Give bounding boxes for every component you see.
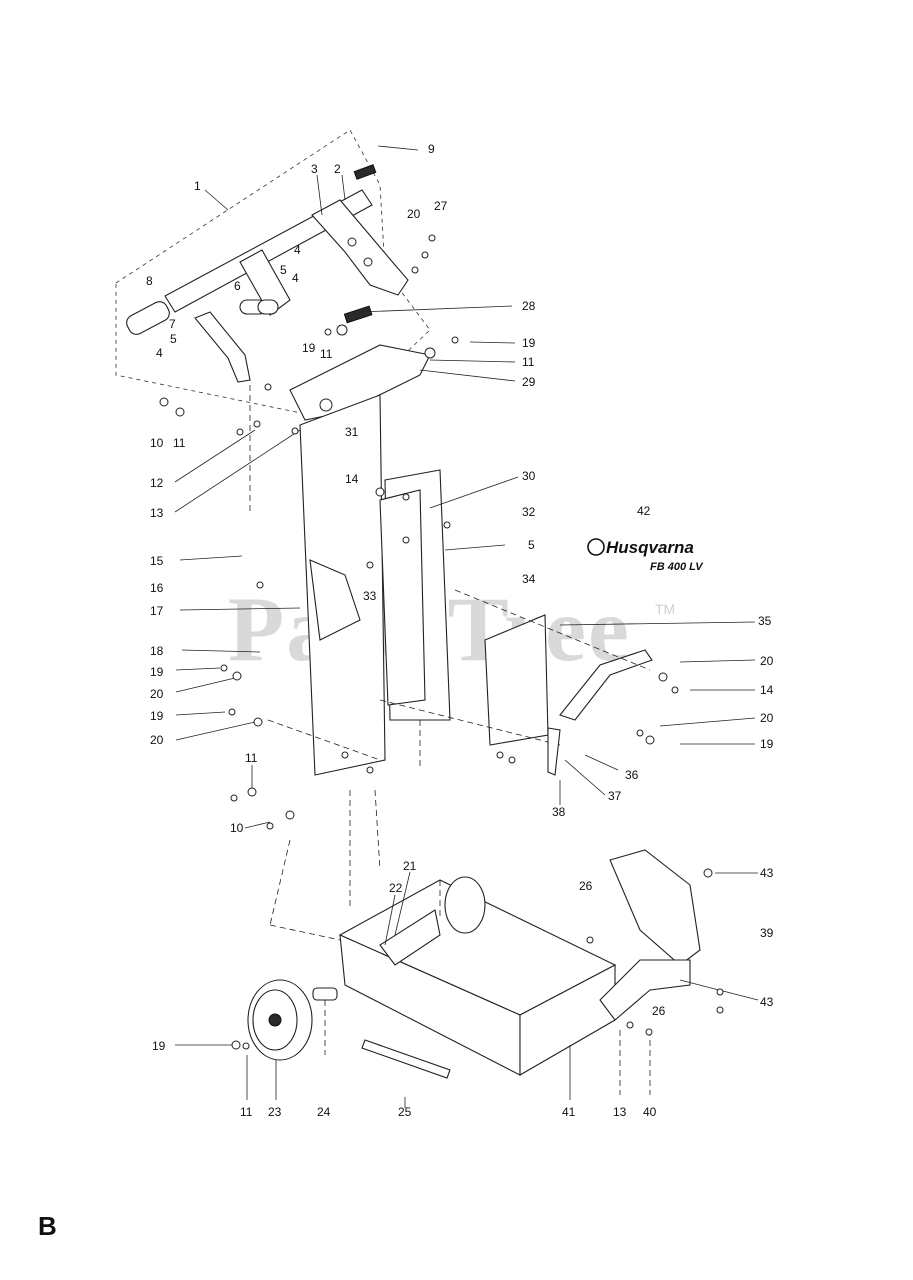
callout-29: 29 xyxy=(522,375,536,389)
callout-26-b: 26 xyxy=(652,1004,666,1018)
callout-11-c: 11 xyxy=(173,436,186,450)
callout-16: 16 xyxy=(150,581,164,595)
callout-5-c: 5 xyxy=(528,538,535,552)
callout-41: 41 xyxy=(562,1105,576,1119)
callout-20-e: 20 xyxy=(150,733,164,747)
callout-10-b: 10 xyxy=(230,821,244,835)
callout-8: 8 xyxy=(146,274,153,288)
hardware xyxy=(159,234,724,1050)
callout-4-b: 4 xyxy=(292,271,299,285)
callout-11-b: 11 xyxy=(522,355,535,369)
callout-20-c: 20 xyxy=(150,687,164,701)
leader-lines xyxy=(174,145,759,1108)
callout-4-a: 4 xyxy=(294,243,301,257)
watermark-tm: TM xyxy=(655,601,675,617)
callout-15: 15 xyxy=(150,554,164,568)
callout-39: 39 xyxy=(760,926,774,940)
callout-1: 1 xyxy=(194,179,201,193)
callout-26-a: 26 xyxy=(579,879,593,893)
callout-31: 31 xyxy=(345,425,359,439)
callout-9: 9 xyxy=(428,142,435,156)
callout-7: 7 xyxy=(169,317,176,331)
callout-23: 23 xyxy=(268,1105,282,1119)
callout-33: 33 xyxy=(363,589,377,603)
callout-11-e: 11 xyxy=(240,1105,253,1119)
callout-43-a: 43 xyxy=(760,866,774,880)
callout-13-b: 13 xyxy=(613,1105,627,1119)
brand-name: Husqvarna xyxy=(606,538,694,557)
callout-36: 36 xyxy=(625,768,639,782)
column-frame xyxy=(289,344,451,776)
callout-19-b: 19 xyxy=(522,336,536,350)
callout-20-a: 20 xyxy=(407,207,421,221)
callout-13-a: 13 xyxy=(150,506,164,520)
callout-40: 40 xyxy=(643,1105,657,1119)
callout-42: 42 xyxy=(637,504,651,518)
callout-19-d: 19 xyxy=(150,709,164,723)
callout-34: 34 xyxy=(522,572,536,586)
callout-28: 28 xyxy=(522,299,536,313)
guide-lines xyxy=(249,385,651,1095)
lever-assembly xyxy=(379,589,653,776)
callout-3: 3 xyxy=(311,162,318,176)
callout-20-d: 20 xyxy=(760,711,774,725)
callout-14-b: 14 xyxy=(760,683,774,697)
chassis xyxy=(247,849,701,1079)
callout-37: 37 xyxy=(608,789,622,803)
callout-6: 6 xyxy=(234,279,241,293)
callout-10-a: 10 xyxy=(150,436,164,450)
callout-12: 12 xyxy=(150,476,164,490)
callout-32: 32 xyxy=(522,505,536,519)
callout-19-e: 19 xyxy=(760,737,774,751)
callout-20-b: 20 xyxy=(760,654,774,668)
model-name: FB 400 LV xyxy=(650,561,704,573)
callout-11-d: 11 xyxy=(245,751,258,765)
callout-5-a: 5 xyxy=(280,263,287,277)
callout-4-c: 4 xyxy=(156,346,163,360)
brand-label: Husqvarna FB 400 LV xyxy=(587,538,704,573)
page-letter: B xyxy=(38,1211,57,1241)
callout-30: 30 xyxy=(522,469,536,483)
callout-19-a: 19 xyxy=(302,341,316,355)
callout-24: 24 xyxy=(317,1105,331,1119)
callout-5-b: 5 xyxy=(170,332,177,346)
callout-11-a: 11 xyxy=(320,347,333,361)
callout-38: 38 xyxy=(552,805,566,819)
husqvarna-logo-icon xyxy=(587,538,605,556)
callout-22: 22 xyxy=(389,881,403,895)
callout-14-a: 14 xyxy=(345,472,359,486)
callout-25: 25 xyxy=(398,1105,412,1119)
callout-27: 27 xyxy=(434,199,448,213)
callout-2: 2 xyxy=(334,162,341,176)
callout-19-c: 19 xyxy=(150,665,164,679)
callout-17: 17 xyxy=(150,604,164,618)
callout-18: 18 xyxy=(150,644,164,658)
callout-19-f: 19 xyxy=(152,1039,166,1053)
callout-labels: 1 2 3 9 20 27 4 5 4 8 6 28 7 5 19 19 4 1… xyxy=(146,142,774,1119)
callout-43-b: 43 xyxy=(760,995,774,1009)
callout-35: 35 xyxy=(758,614,772,628)
callout-21: 21 xyxy=(403,859,417,873)
handle-assembly xyxy=(115,129,431,421)
